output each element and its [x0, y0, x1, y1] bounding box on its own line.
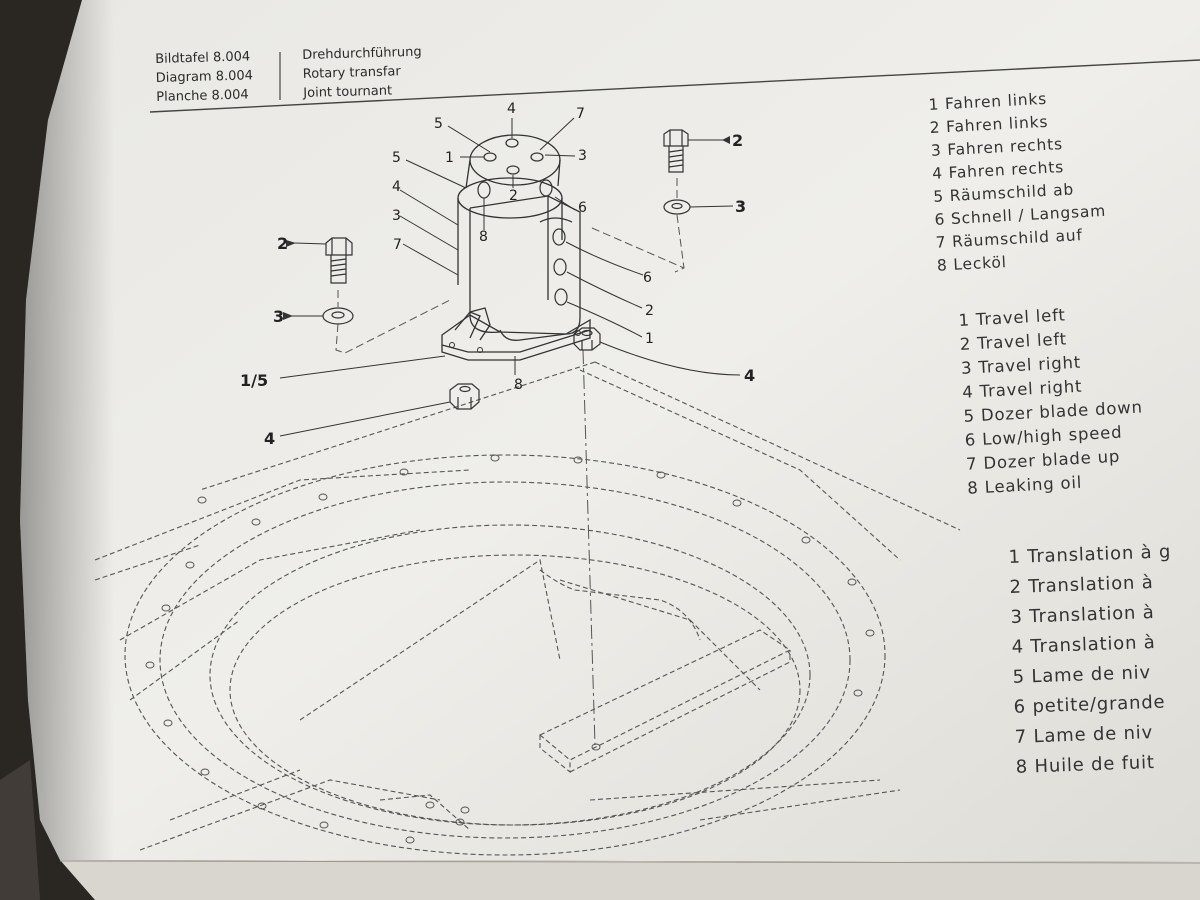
callout-side-8: 8 [479, 229, 488, 245]
callout-flange-1-5: 1/5 [240, 371, 268, 390]
callout-side-6: 6 [578, 200, 587, 216]
side-ports [552, 228, 568, 306]
callout-top-3: 3 [578, 148, 587, 164]
legend-french: 1 Translation à g 2 Translation à 3 Tran… [1008, 537, 1179, 783]
leader-lines [279, 117, 741, 437]
callout-nut-right-4: 4 [744, 366, 755, 385]
next-page-edge [60, 860, 1200, 900]
legend-german: 1 Fahren links 2 Fahren links 3 Fahren r… [928, 85, 1109, 278]
ring-bolt-holes [145, 454, 875, 844]
callout-top-4: 4 [507, 101, 516, 117]
callout-port-2: 2 [645, 303, 654, 319]
callout-port-1: 1 [645, 331, 654, 347]
center-axis [582, 349, 596, 746]
callout-top-5: 5 [434, 116, 443, 132]
callout-base-8: 8 [514, 377, 523, 393]
callout-side-4: 4 [392, 179, 401, 195]
callout-bolt-right-2: 2 [732, 131, 743, 150]
bolt-left [325, 237, 353, 284]
ref-line-fr: Planche 8.004 [156, 87, 249, 105]
callout-washer-left-3: 3 [273, 307, 284, 326]
callout-side-7: 7 [393, 237, 402, 253]
diagram-title: Drehdurchführung Rotary transfar Joint t… [302, 43, 423, 103]
callout-top-1: 1 [445, 150, 454, 166]
callout-bolt-left-2: 2 [277, 234, 288, 253]
title-line-fr: Joint tournant [303, 83, 393, 101]
nut-bottom [449, 383, 480, 410]
callout-port-6: 6 [643, 270, 652, 286]
callout-top-2: 2 [509, 188, 518, 204]
callout-nut-bottom-4: 4 [264, 429, 275, 448]
callout-side-5: 5 [392, 150, 401, 166]
callout-top-7: 7 [576, 106, 585, 122]
swing-ring-assembly [94, 361, 961, 856]
rotary-joint-body [441, 134, 591, 361]
header-rule [149, 59, 1200, 113]
callout-washer-right-3: 3 [735, 197, 746, 216]
legend-item: 8 Huile de fuit [1015, 752, 1156, 778]
callout-side-3: 3 [392, 208, 401, 224]
legend-english: 1 Travel left 2 Travel left 3 Travel rig… [958, 300, 1147, 501]
title-line-de: Drehdurchführung [302, 44, 422, 63]
center-plate [538, 629, 792, 774]
diagram-reference: Bildtafel 8.004 Diagram 8.004 Planche 8.… [155, 47, 254, 107]
nut-right [573, 327, 601, 351]
bolt-right [663, 129, 689, 173]
